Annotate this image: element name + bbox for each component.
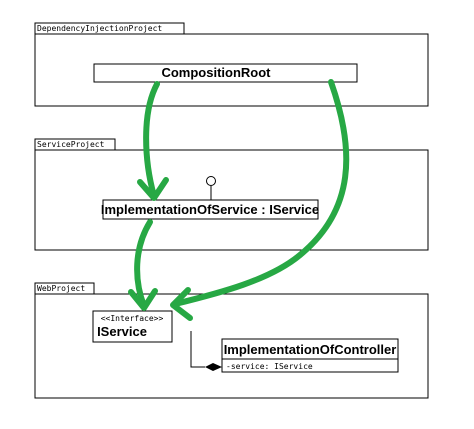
association-line — [190, 331, 222, 371]
package-service-project: ServiceProject — [34, 138, 429, 251]
package-label-service-project: ServiceProject — [37, 140, 105, 149]
dependency-arrows — [128, 79, 350, 321]
class-implementation-of-service: ImplementationOfService : IService — [101, 199, 319, 220]
composition-diamond — [205, 363, 222, 371]
interface-lollipop — [206, 176, 216, 200]
package-label-web-project: WebProject — [37, 284, 85, 293]
package-label-dependency-injection-project: DependencyInjectionProject — [37, 24, 162, 33]
arrow-composition-to-iservice — [172, 79, 350, 307]
class-composition-root: CompositionRoot — [93, 63, 358, 83]
composition-root-label: CompositionRoot — [161, 65, 271, 80]
implementation-of-service-label: ImplementationOfService : IService — [101, 202, 319, 217]
arrow-service-to-iservice — [134, 219, 153, 309]
class-implementation-of-controller: ImplementationOfController -service: ISe… — [221, 338, 399, 373]
iservice-label: IService — [97, 324, 147, 339]
arrow-composition-to-service — [143, 81, 160, 199]
implementation-of-controller-label: ImplementationOfController — [224, 342, 397, 357]
iservice-stereotype: <<Interface>> — [101, 314, 164, 323]
class-iservice: <<Interface>> IService — [92, 310, 173, 343]
implementation-of-controller-member: -service: IService — [226, 362, 313, 371]
